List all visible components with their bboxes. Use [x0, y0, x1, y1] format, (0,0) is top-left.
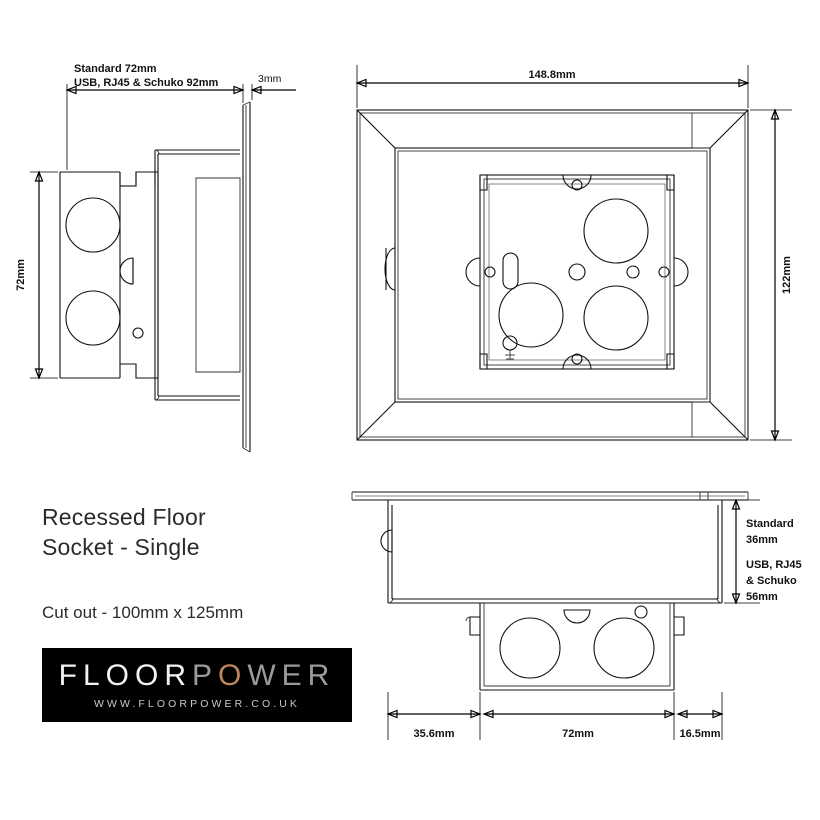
front-view-usb-label-1: USB, RJ45: [746, 559, 802, 571]
side-view-flange-plate: [242, 101, 251, 453]
side-view-back-box: [59, 171, 159, 379]
cut-out-label: Cut out - 100mm x 125mm: [42, 603, 243, 622]
logo-url-text: WWW.FLOORPOWER.CO.UK: [93, 697, 301, 710]
front-elevation-view: [351, 491, 760, 740]
front-view-right-offset-label: 16.5mm: [680, 728, 721, 740]
logo-wordmark: FLOORPOWER: [58, 658, 336, 692]
side-view-height-label: 72mm: [15, 259, 27, 291]
plan-view-outer-frame: [356, 109, 749, 441]
front-view-box-width-label: 72mm: [562, 728, 594, 740]
front-view-tray: [380, 500, 723, 604]
front-view-usb-value: 56mm: [746, 591, 778, 603]
side-view-standard-label: Standard 72mm: [74, 63, 157, 75]
front-view-dimensions: [386, 498, 760, 740]
plan-view-width-label: 148.8mm: [528, 69, 575, 81]
plan-view-back-box: [465, 174, 689, 370]
front-view-flange: [351, 491, 749, 501]
side-elevation-view: [30, 84, 296, 453]
front-view-back-box: [465, 603, 685, 691]
plan-view-height-label: 122mm: [781, 256, 793, 294]
logo-floor-text: FLOOR: [58, 658, 192, 692]
side-view-dimensions: [30, 84, 296, 380]
front-view-usb-label-2: & Schuko: [746, 575, 797, 587]
front-view-standard-label: Standard: [746, 518, 794, 530]
side-view-flange-thickness-label: 3mm: [258, 73, 282, 85]
page-title-line-1: Recessed Floor: [42, 504, 206, 530]
side-view-tray: [154, 149, 241, 401]
plan-view: [355, 65, 792, 442]
logo-o-text: O: [218, 658, 248, 692]
plan-view-dimensions: [355, 65, 792, 442]
floorpower-logo: FLOORPOWER WWW.FLOORPOWER.CO.UK: [42, 648, 352, 722]
side-view-usb-label: USB, RJ45 & Schuko 92mm: [74, 77, 218, 89]
logo-wer-text: WER: [247, 658, 336, 692]
front-view-standard-value: 36mm: [746, 534, 778, 546]
logo-p-text: P: [192, 658, 219, 692]
front-view-left-offset-label: 35.6mm: [414, 728, 455, 740]
page-title-line-2: Socket - Single: [42, 534, 200, 560]
